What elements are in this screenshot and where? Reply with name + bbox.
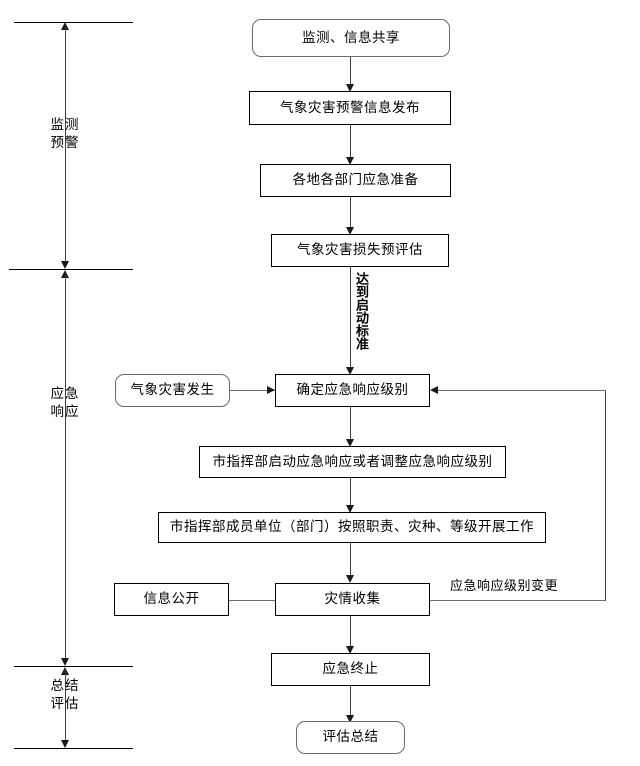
- arrow-3-to-4: [346, 227, 354, 235]
- phase-label-summary-evaluation: 总结 评估: [30, 677, 100, 713]
- arrow-2-to-3: [346, 157, 354, 165]
- phase-arrow-summary-top: [60, 667, 69, 675]
- phase-arrow-response-top: [60, 270, 69, 278]
- connector-3-to-4: [350, 197, 351, 232]
- connector-7-to-8: [350, 478, 351, 510]
- node-information-disclosure[interactable]: 信息公开: [114, 583, 229, 616]
- node-disaster-occurs[interactable]: 气象灾害发生: [115, 374, 230, 407]
- connector-9-to-10: [229, 600, 275, 601]
- connector-8-to-10: [350, 543, 351, 581]
- node-department-preparation[interactable]: 各地各部门应急准备: [260, 164, 451, 197]
- node-monitor-info-share[interactable]: 监测、信息共享: [252, 19, 450, 57]
- arrow-8-to-10: [346, 575, 354, 583]
- connector-6-to-7: [350, 407, 351, 444]
- connector-5-to-6: [230, 390, 275, 391]
- phase-line-response: [65, 275, 66, 660]
- phase-line-summary: [65, 668, 66, 740]
- arrow-10-to-11: [346, 646, 354, 654]
- phase-label-monitor-warning: 监测 预警: [30, 116, 100, 152]
- feedback-line-right: [605, 390, 606, 601]
- phase-divider-top: [14, 22, 133, 23]
- arrow-4-to-6: [346, 367, 354, 375]
- connector-1-to-2: [350, 57, 351, 87]
- phase-arrow-response-bottom: [60, 658, 69, 666]
- phase-divider-1: [9, 269, 133, 270]
- arrow-7-to-8: [346, 505, 354, 513]
- phase-divider-2: [14, 666, 133, 667]
- connector-11-to-12: [350, 686, 351, 719]
- edge-label-activation-criteria: 达到启动标准: [353, 272, 368, 350]
- phase-label-summary-line2: 评估: [50, 696, 80, 713]
- phase-arrow-monitor-bottom: [60, 261, 69, 269]
- node-city-hq-activate[interactable]: 市指挥部启动应急响应或者调整应急响应级别: [199, 446, 506, 478]
- phase-label-response-line2: 响应: [50, 404, 80, 421]
- connector-10-to-11: [350, 616, 351, 651]
- phase-divider-bottom: [14, 748, 133, 749]
- phase-label-monitor-line1: 监测: [50, 117, 80, 133]
- arrow-5-to-6: [267, 386, 275, 394]
- phase-label-emergency-response: 应急 响应: [30, 385, 100, 421]
- arrow-feedback-to-determine: [430, 386, 438, 394]
- phase-label-response-line1: 应急: [50, 386, 80, 402]
- feedback-line-top: [438, 390, 606, 391]
- feedback-line-bottom: [430, 600, 606, 601]
- phase-label-summary-line1: 总结: [50, 678, 80, 694]
- arrow-11-to-12: [346, 715, 354, 723]
- phase-label-monitor-line2: 预警: [50, 135, 80, 152]
- node-member-units-work[interactable]: 市指挥部成员单位（部门）按照职责、灾种、等级开展工作: [158, 512, 546, 543]
- phase-arrow-summary-bottom: [60, 740, 69, 748]
- connector-2-to-3: [350, 125, 351, 162]
- node-loss-pre-assessment[interactable]: 气象灾害损失预评估: [271, 234, 449, 267]
- node-determine-response-level[interactable]: 确定应急响应级别: [275, 374, 430, 407]
- edge-label-response-level-change: 应急响应级别变更: [450, 579, 559, 594]
- connector-4-to-6: [350, 267, 351, 371]
- node-disaster-info-collection[interactable]: 灾情收集: [275, 583, 430, 616]
- phase-line-monitor: [65, 27, 66, 263]
- arrow-1-to-2: [346, 84, 354, 92]
- node-warning-release[interactable]: 气象灾害预警信息发布: [249, 91, 451, 125]
- phase-arrow-monitor-top: [60, 22, 69, 30]
- node-evaluation-summary[interactable]: 评估总结: [296, 721, 405, 754]
- arrow-6-to-7: [346, 439, 354, 447]
- node-emergency-termination[interactable]: 应急终止: [271, 653, 430, 686]
